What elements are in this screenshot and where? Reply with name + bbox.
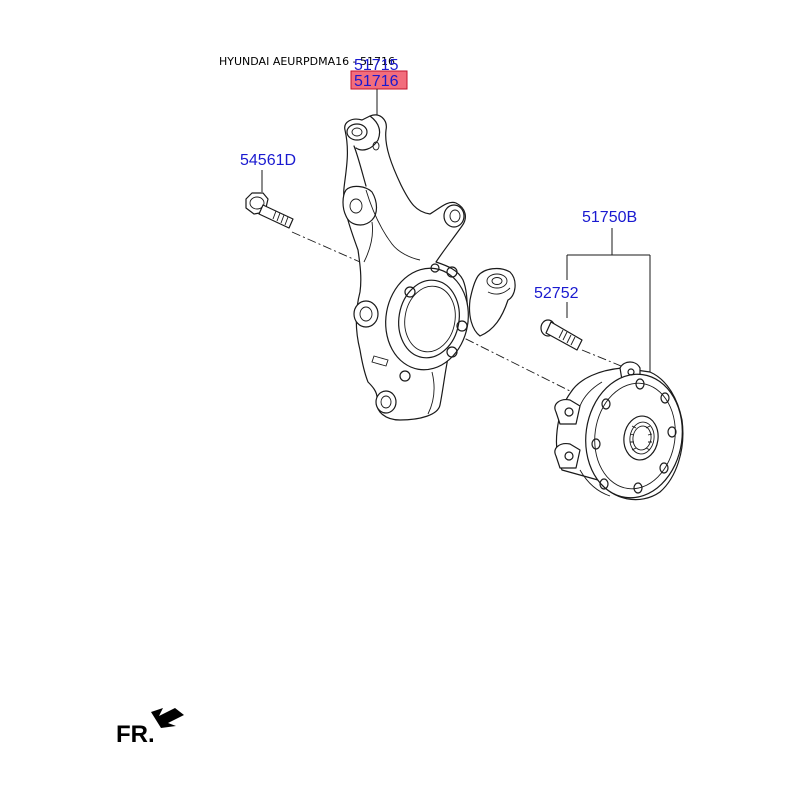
front-direction-indicator: FR.: [116, 708, 184, 748]
part-label-51715[interactable]: 51715: [354, 57, 399, 74]
part-label-51716[interactable]: 51716: [354, 73, 399, 90]
wheel-hub-assembly[interactable]: [554, 361, 690, 504]
leader-51750B: [566, 228, 651, 372]
front-label: FR.: [116, 721, 155, 748]
highlight-box: [350, 70, 408, 90]
steering-knuckle[interactable]: [342, 114, 516, 421]
part-label-52752[interactable]: 52752: [534, 285, 579, 302]
hub-axis-line: [419, 315, 573, 393]
hub-bolt-axis-line: [581, 349, 627, 369]
part-label-51716-highlight[interactable]: 51716: [350, 70, 408, 90]
diagram-caption: HYUNDAI AEURPDMA16 - 51716: [219, 55, 395, 68]
part-label-54561D[interactable]: 54561D: [240, 152, 296, 169]
bolt-54561D[interactable]: [245, 192, 294, 229]
part-label-51750B[interactable]: 51750B: [582, 209, 637, 226]
hub-bolt-52752[interactable]: [540, 319, 583, 351]
bolt-axis-line: [291, 231, 361, 263]
front-arrow-icon: [151, 708, 184, 728]
